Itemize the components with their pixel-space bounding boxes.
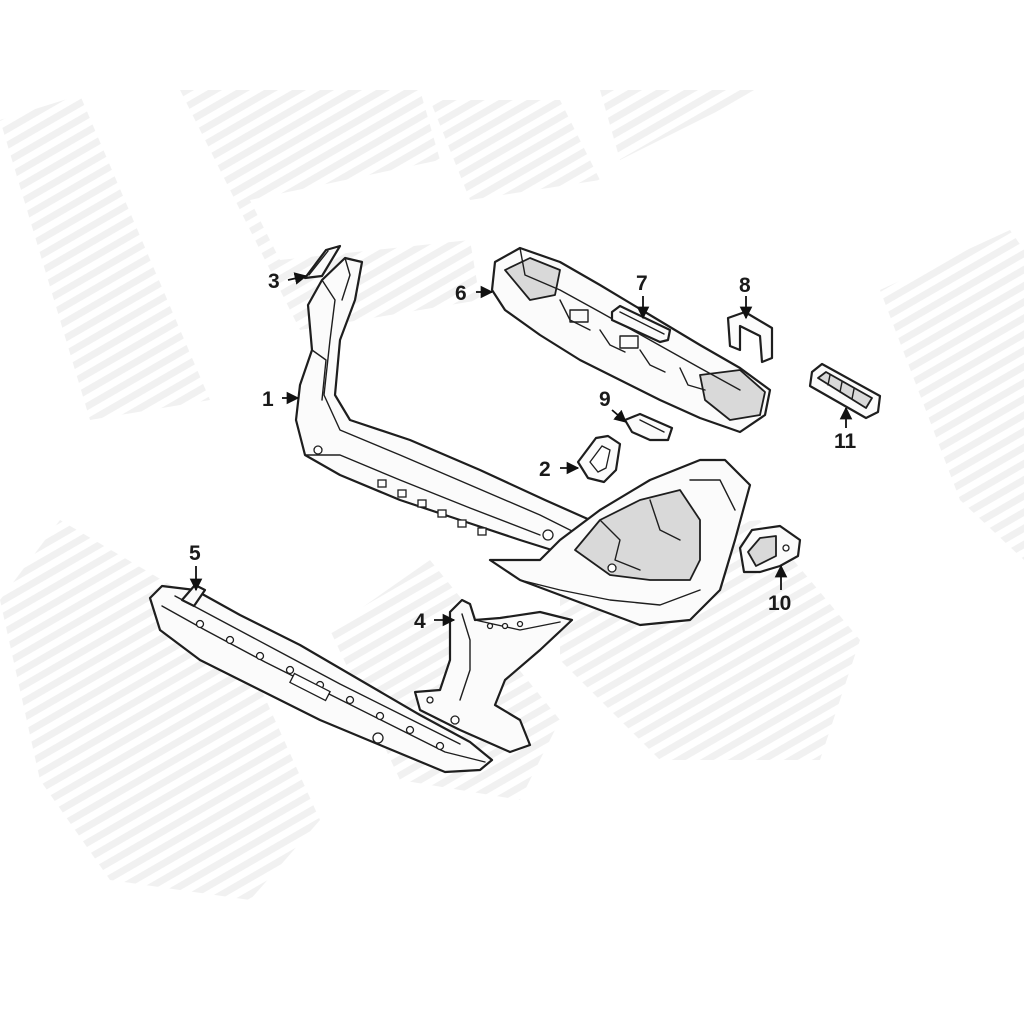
part-2-ring-trim [576,434,622,484]
callout-2: 2 [539,458,551,481]
part-9-small-bracket [623,412,674,442]
callout-10: 10 [768,592,791,615]
part-5-skid-plate [148,583,494,774]
callout-6: 6 [455,282,467,305]
callout-labels: 1 2 3 4 5 6 7 8 9 10 11 [189,270,857,633]
part-3-trim-strip [303,244,342,280]
callout-4: 4 [414,610,426,633]
leader-9 [611,409,627,423]
part-4-center-bracket [413,598,574,754]
callout-7: 7 [636,272,648,295]
part-11-side-bracket [808,362,882,420]
callout-11: 11 [834,430,857,453]
callout-1: 1 [262,388,274,411]
callout-8: 8 [739,274,751,297]
callout-leaders [189,272,853,627]
bumper-cover-corner [488,458,752,627]
callout-3: 3 [268,270,280,293]
leader-3 [287,272,308,285]
part-7-clip-strip [610,304,672,344]
part-10-mount-bracket [738,524,802,574]
callout-9: 9 [599,388,611,411]
part-6-energy-absorber [490,246,772,434]
callout-5: 5 [189,542,201,565]
part-8-u-clip [726,310,774,364]
